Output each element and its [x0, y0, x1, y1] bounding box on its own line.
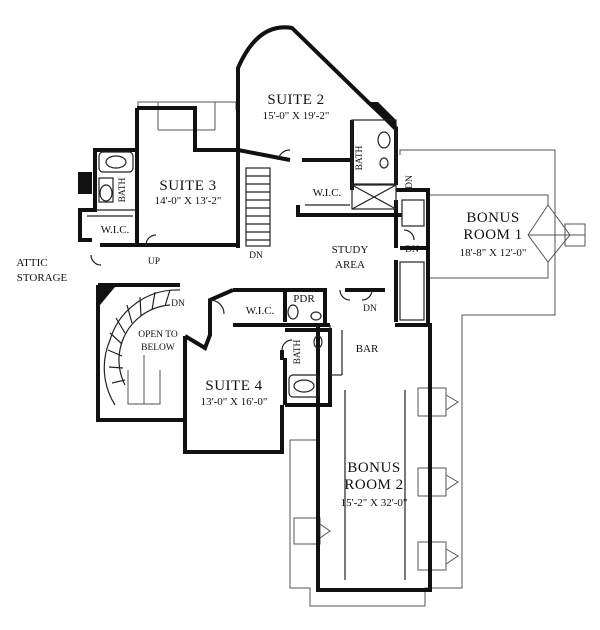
attic-line1: ATTIC	[16, 257, 47, 269]
suite3-wic-label: W.I.C.	[101, 224, 130, 236]
fixtures	[87, 119, 425, 580]
suite2-name: SUITE 2	[267, 92, 324, 108]
stair-dn-hall-label: DN	[363, 304, 377, 314]
suite4-wic-label: W.I.C.	[246, 305, 275, 317]
main-stair	[245, 167, 271, 247]
bonus1-name-line1: BONUS	[466, 210, 519, 226]
room-labels: SUITE 2 15'-0" X 19'-2" SUITE 3 14'-0" X…	[16, 92, 526, 509]
suite2-wic-label: W.I.C.	[313, 187, 342, 199]
open-below-line1: OPEN TO	[138, 330, 178, 340]
spiral-stair	[103, 289, 181, 406]
open-below-line2: BELOW	[141, 343, 175, 353]
suite3-bath-label: BATH	[118, 177, 128, 202]
attic-line2: STORAGE	[17, 272, 68, 284]
suite2-bath-label: BATH	[355, 145, 365, 170]
bonus1-name-line2: ROOM 1	[463, 227, 522, 243]
suite2-dims: 15'-0" X 19'-2"	[263, 110, 330, 122]
walls	[78, 25, 432, 592]
suite3-dims: 14'-0" X 13'-2"	[155, 195, 222, 207]
study-line2: AREA	[335, 259, 365, 271]
suite4-dims: 13'-0" X 16'-0"	[201, 396, 268, 408]
stair-dn-hall2-label: DN	[405, 175, 415, 189]
stair-dn-main-label: DN	[249, 251, 263, 261]
suite4-name: SUITE 4	[205, 378, 262, 394]
pdr-label: PDR	[293, 293, 315, 305]
study-line1: STUDY	[332, 244, 369, 256]
suite3-name: SUITE 3	[159, 178, 216, 194]
stair-dn-spiral-label: DN	[171, 299, 185, 309]
bonus2-name-line1: BONUS	[347, 460, 400, 476]
stair-up-label: UP	[148, 257, 160, 267]
bonus1-dims: 18'-8" X 12'-0"	[460, 247, 527, 259]
bar-label: BAR	[356, 343, 379, 355]
stair-dn-bonus1-label: DN	[405, 245, 419, 255]
bonus2-name-line2: ROOM 2	[344, 477, 403, 493]
suite4-bath-label: BATH	[293, 339, 303, 364]
bonus2-dims: 15'-2" X 32'-0"	[341, 497, 408, 509]
